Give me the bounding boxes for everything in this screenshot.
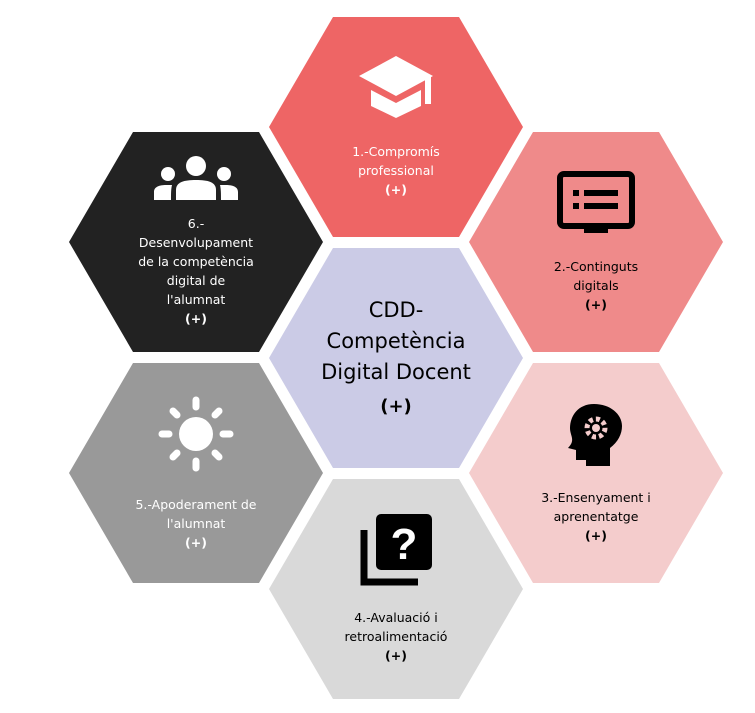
hex-shape-5 [69,363,323,583]
hex-shape-2 [469,132,723,352]
hex-compromis-professional[interactable]: 1.-Compromís professional (+) [269,17,523,237]
expand-plus[interactable]: (+) [385,181,407,197]
question-library-icon: ? [360,513,432,585]
hex-desenvolupament-competencia[interactable]: 6.-Desenvolupament de la competència dig… [69,132,323,352]
hex-shape-center [269,248,523,468]
sun-icon [158,396,234,471]
hex-label: 2.-Continguts digitals [553,258,639,293]
hex-center-cdd[interactable]: CDD-Competència Digital Docent (+) [269,248,523,468]
hex-shape-4 [269,479,523,699]
group-icon [154,156,238,200]
hex-apoderament-alumnat[interactable]: 5.-Apoderament de l'alumnat (+) [69,363,323,583]
head-gear-icon [568,403,622,466]
hex-avaluacio-retroalimentacio[interactable]: ? 4.-Avaluació i retroalimentació (+) [269,479,523,699]
expand-plus[interactable]: (+) [585,296,607,312]
hex-continguts-digitals[interactable]: 2.-Continguts digitals (+) [469,132,723,352]
center-title: CDD-Competència Digital Docent [321,297,471,384]
hex-label: 4.-Avaluació i retroalimentació [344,609,448,644]
hex-label: 1.-Compromís professional [352,143,440,178]
monitor-list-icon [557,170,635,233]
hex-shape-1 [269,17,523,237]
expand-plus[interactable]: (+) [185,534,207,550]
hex-label: 3.-Ensenyament i aprenentatge [541,489,651,524]
hex-shape-6 [69,132,323,352]
expand-plus[interactable]: (+) [385,647,407,663]
hex-ensenyament-aprenentatge[interactable]: 3.-Ensenyament i aprenentatge (+) [469,363,723,583]
svg-text:?: ? [391,520,418,569]
graduation-cap-icon [359,55,433,118]
hex-shape-3 [469,363,723,583]
hex-label: 5.-Apoderament de l'alumnat [135,496,257,531]
expand-plus[interactable]: (+) [185,311,207,326]
expand-plus[interactable]: (+) [585,527,607,543]
expand-plus[interactable]: (+) [380,395,412,417]
hex-label: 6.-Desenvolupament de la competència dig… [138,216,254,307]
